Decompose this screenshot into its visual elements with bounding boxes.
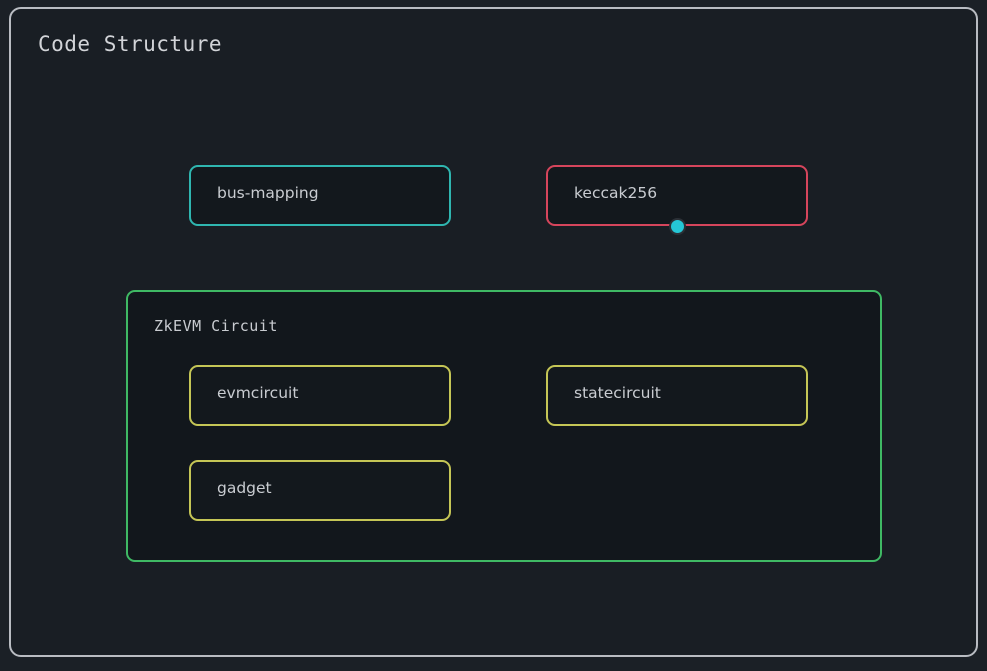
node-label-gadget: gadget	[217, 479, 272, 497]
group-zkevm-circuit: ZkEVM Circuit	[126, 290, 882, 562]
node-evmcircuit[interactable]: evmcircuit	[189, 365, 451, 426]
node-statecircuit[interactable]: statecircuit	[546, 365, 808, 426]
page-title: Code Structure	[38, 32, 223, 56]
group-label-zkevm-circuit: ZkEVM Circuit	[154, 317, 278, 335]
node-label-statecircuit: statecircuit	[574, 384, 661, 402]
node-keccak256[interactable]: keccak256	[546, 165, 808, 226]
node-bus-mapping[interactable]: bus-mapping	[189, 165, 451, 226]
code-structure-panel: Code Structure bus-mapping keccak256 ZkE…	[9, 7, 978, 657]
node-label-bus-mapping: bus-mapping	[217, 184, 319, 202]
node-label-keccak256: keccak256	[574, 184, 658, 202]
node-gadget[interactable]: gadget	[189, 460, 451, 521]
node-label-evmcircuit: evmcircuit	[217, 384, 299, 402]
connector-endpoint-dot-icon[interactable]	[669, 218, 686, 235]
